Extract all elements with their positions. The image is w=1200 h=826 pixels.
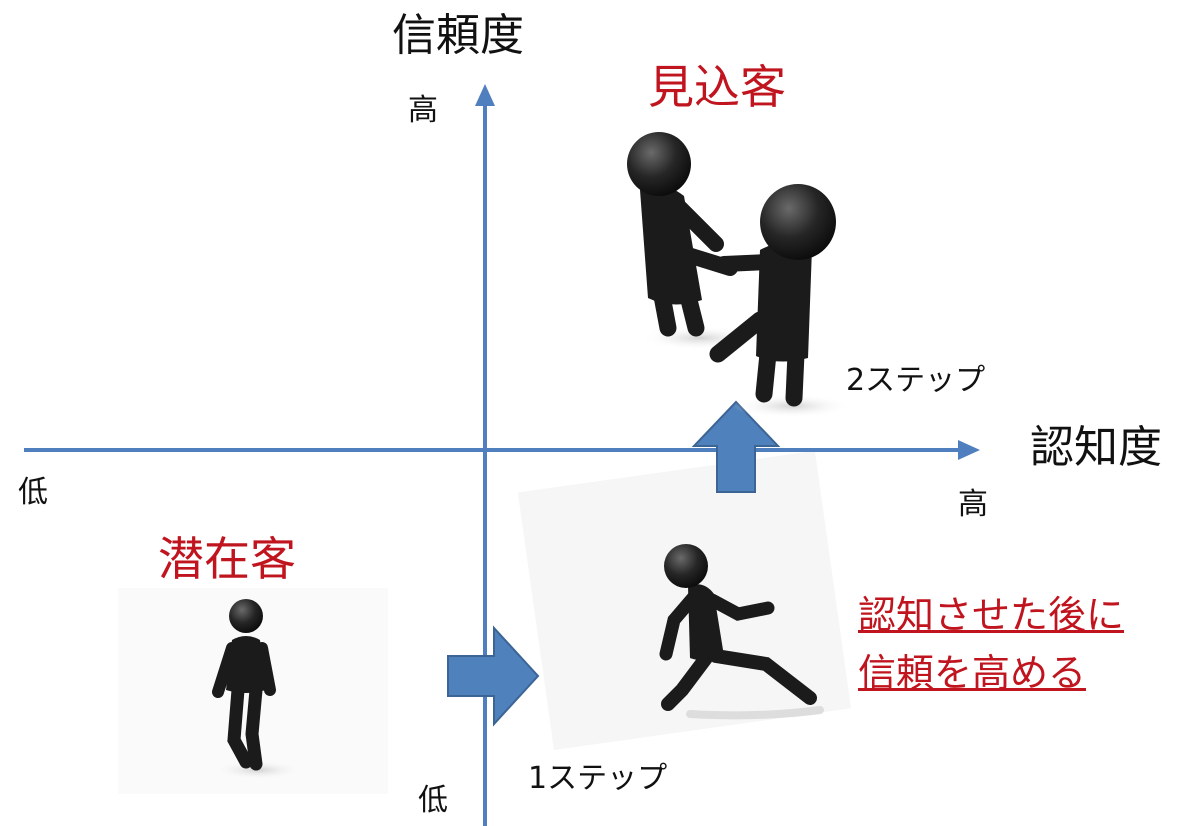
step2-arrow (691, 400, 781, 493)
y-axis-high-label: 高 (408, 93, 438, 128)
prospect-label: 見込客 (648, 60, 786, 114)
y-axis-low-label: 低 (418, 783, 448, 818)
x-axis-high-label: 高 (958, 487, 988, 522)
step2-label: 2ステップ (846, 363, 986, 398)
x-axis-arrowhead (958, 440, 980, 460)
latent-label: 潜在客 (158, 532, 296, 586)
y-axis-arrowhead (475, 84, 495, 106)
note-line-1: 認知させた後に (858, 593, 1125, 637)
handshake-figures-icon (627, 132, 852, 418)
note-line-2: 信頼を高める (858, 651, 1087, 695)
running-figure-icon (659, 544, 824, 720)
x-axis-low-label: 低 (18, 475, 48, 510)
y-axis-title: 信頼度 (392, 10, 524, 61)
x-axis-title: 認知度 (1030, 422, 1162, 473)
step1-arrow (447, 625, 540, 727)
walking-figure-icon (212, 599, 304, 780)
step1-label: 1ステップ (528, 761, 668, 796)
